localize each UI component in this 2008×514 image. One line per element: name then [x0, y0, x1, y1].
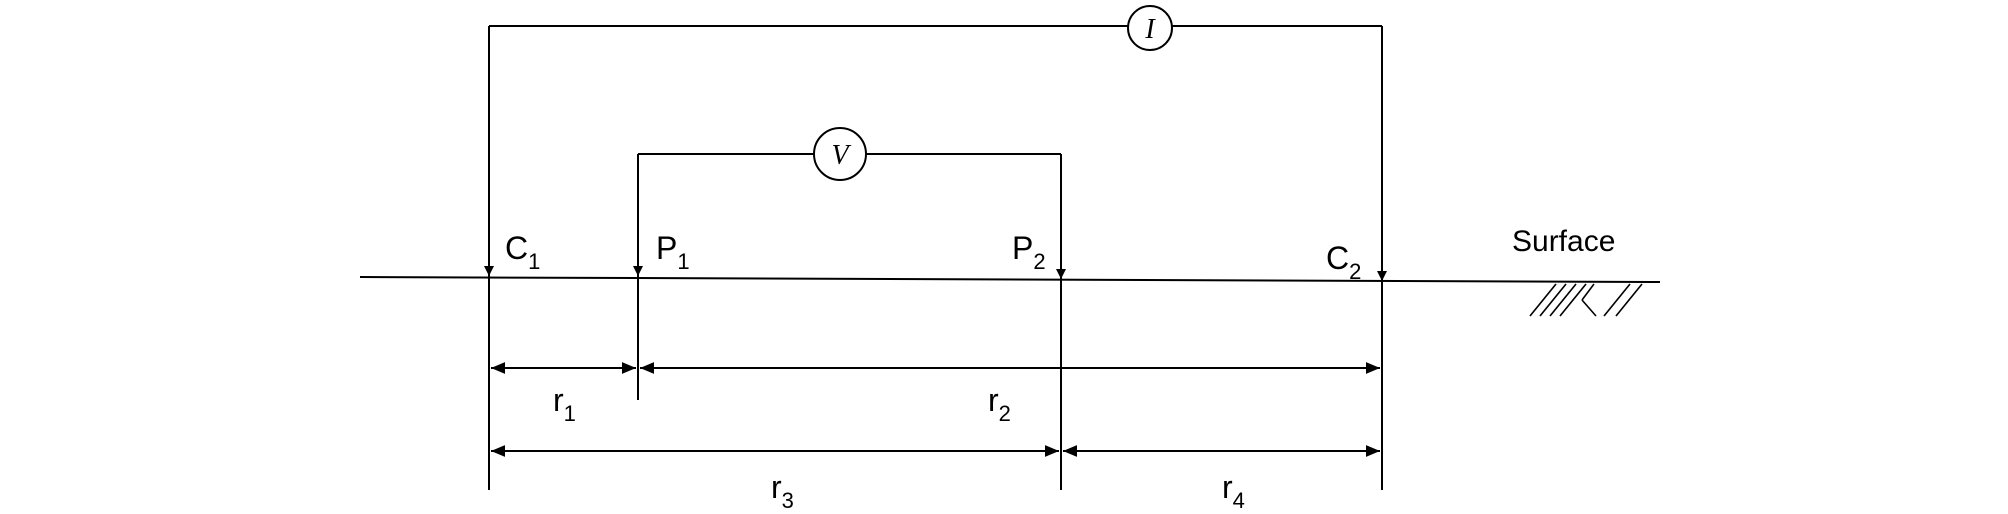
distance-label-r2: r2 — [988, 382, 1011, 426]
surface-hatch — [1529, 283, 1643, 317]
distance-r4-subscript: 4 — [1233, 488, 1245, 513]
voltage-meter-label: V — [831, 140, 851, 171]
electrode-p2-subscript: 2 — [1033, 249, 1045, 274]
surface-label: Surface — [1512, 225, 1615, 258]
distance-r1-subscript: 1 — [564, 401, 576, 426]
electrode-label-p1: P1 — [656, 230, 690, 274]
distance-r4-letter: r — [1222, 469, 1233, 505]
current-meter-label: I — [1144, 14, 1156, 45]
current-meter: I — [1127, 5, 1173, 51]
distance-label-r3: r3 — [771, 469, 794, 513]
distance-r3-subscript: 3 — [782, 488, 794, 513]
distance-r2-subscript: 2 — [999, 401, 1011, 426]
electrode-p1-letter: P — [656, 230, 677, 266]
electrode-label-p2: P2 — [1012, 230, 1046, 274]
electrode-p1-subscript: 1 — [677, 249, 689, 274]
electrode-c2-subscript: 2 — [1349, 259, 1361, 284]
electrode-c1-letter: C — [505, 230, 528, 266]
ground-surface-line — [359, 276, 1661, 283]
distance-r3-letter: r — [771, 469, 782, 505]
electrode-c1-subscript: 1 — [528, 249, 540, 274]
voltage-meter: V — [813, 127, 867, 181]
electrode-p2-letter: P — [1012, 230, 1033, 266]
electrode-c2-letter: C — [1326, 240, 1349, 276]
distance-label-r1: r1 — [553, 382, 576, 426]
electrode-label-c2: C2 — [1326, 240, 1361, 284]
electrode-label-c1: C1 — [505, 230, 540, 274]
distance-label-r4: r4 — [1222, 469, 1245, 513]
distance-r2-letter: r — [988, 382, 999, 418]
distance-r1-letter: r — [553, 382, 564, 418]
